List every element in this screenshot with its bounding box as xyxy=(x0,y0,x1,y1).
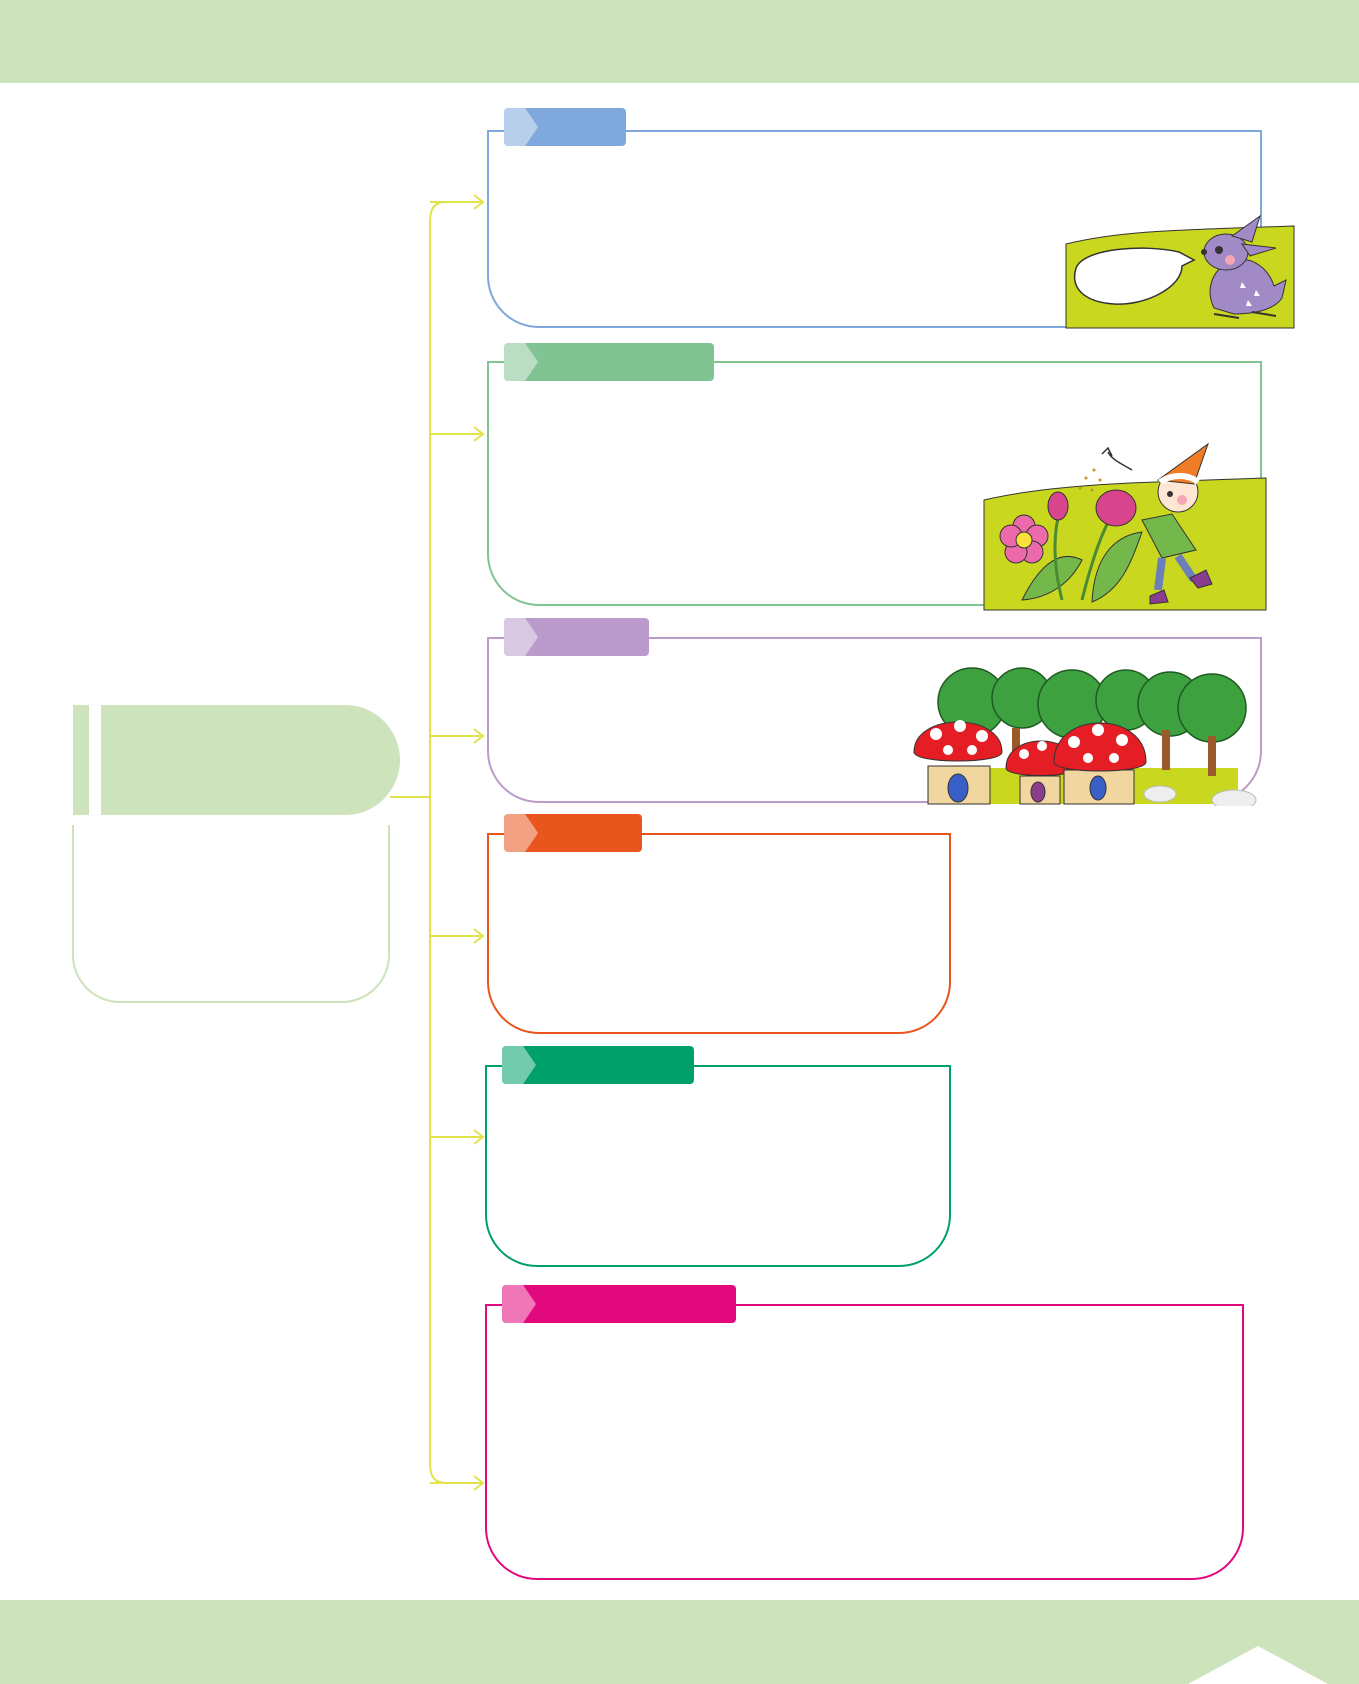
chevron-right-icon xyxy=(504,618,538,656)
root-node-accent xyxy=(89,705,101,815)
fawn-illustration xyxy=(1064,208,1298,330)
chevron-right-icon xyxy=(504,814,538,852)
chevron-right-icon xyxy=(502,1285,536,1323)
chevron-right-icon xyxy=(502,1046,536,1084)
trunk-line xyxy=(430,202,450,1483)
branch-tab-1 xyxy=(504,108,626,146)
branch-box-5 xyxy=(485,1065,951,1267)
branch-box-4 xyxy=(487,833,951,1034)
branch-tab-5 xyxy=(502,1046,694,1084)
chevron-right-icon xyxy=(504,108,538,146)
root-node-body xyxy=(72,825,390,1003)
branch-tab-2 xyxy=(504,343,714,381)
chevron-right-icon xyxy=(504,343,538,381)
branch-tab-3 xyxy=(504,618,649,656)
mushroom-houses-illustration xyxy=(912,664,1258,806)
branch-box-6 xyxy=(485,1304,1244,1580)
gnome-flowers-illustration xyxy=(982,440,1268,614)
branch-tab-6 xyxy=(502,1285,736,1323)
root-node-header xyxy=(73,705,400,815)
branch-tab-4 xyxy=(504,814,642,852)
